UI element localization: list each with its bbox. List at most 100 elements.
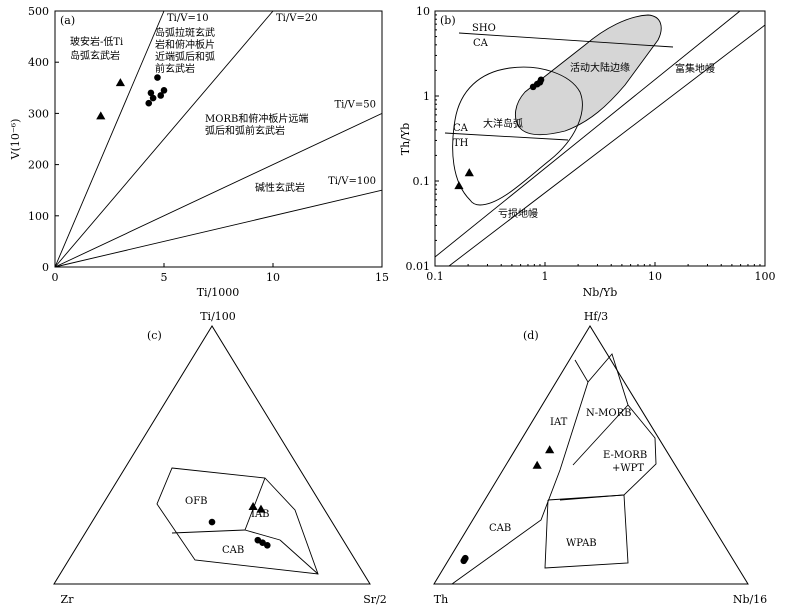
d-line-wpab <box>544 494 629 569</box>
a-ytick-label: 400 <box>28 56 49 69</box>
a-ratio-line <box>54 10 274 268</box>
b-field-label-th: TH <box>453 138 469 149</box>
a-point-circle <box>147 89 155 97</box>
d-field-label-emorb-1: E-MORB <box>603 450 647 461</box>
a-xtick-label: 10 <box>266 271 280 284</box>
a-field-label-morb-2: 弧后和弧前玄武岩 <box>205 124 285 137</box>
panel-d-triangle <box>433 325 749 585</box>
panel-b-frame <box>434 10 766 267</box>
panel-c-apex-left: Zr <box>61 593 75 606</box>
a-ytick-label: 0 <box>42 261 49 274</box>
panel-c-points <box>208 502 271 549</box>
panel-d-apex-left: Th <box>434 593 448 606</box>
b-point-circle <box>537 76 545 84</box>
b-field-active-continental-margin <box>514 14 662 136</box>
panel-d-apex-right: Nb/16 <box>733 593 767 606</box>
a-ratio-line <box>54 10 165 268</box>
b-ytick-label: 0.1 <box>413 175 431 188</box>
c-line-iab-tail <box>279 539 319 575</box>
panel-a-frame <box>54 10 383 268</box>
a-field-label-iat-1: 岛弧拉斑玄武 <box>155 26 215 39</box>
panel-d-points <box>460 445 555 565</box>
a-point-triangle <box>96 111 106 120</box>
a-point-circle <box>157 92 165 99</box>
b-xtick-label: 10 <box>648 270 662 283</box>
c-point-circle <box>208 518 216 526</box>
panel-c-apex-right: Sr/2 <box>363 593 387 606</box>
d-field-label-iat: IAT <box>550 417 568 428</box>
b-field-label-enriched: 富集地幔 <box>675 62 715 75</box>
a-ratio-line-label: Ti/V=50 <box>334 99 376 110</box>
panel-d-field-labels: IAT N-MORB E-MORB +WPT WPAB CAB <box>489 408 647 549</box>
b-ytick-label: 10 <box>416 5 430 18</box>
a-ytick-label: 200 <box>28 159 49 172</box>
panel-b-fields <box>434 10 766 267</box>
panel-b-field-labels: SHO CA CA TH 活动大陆边缘 大洋岛弧 富集地幔 亏损地幔 <box>453 23 715 220</box>
a-field-label-iat-4: 前玄武岩 <box>155 62 195 75</box>
panel-d-tag: (d) <box>523 329 539 342</box>
a-field-label-boninite-1: 玻安岩-低Ti <box>70 35 123 48</box>
panel-c-tag: (c) <box>147 329 162 342</box>
a-ytick-label: 500 <box>28 5 49 18</box>
c-point-circle <box>264 542 271 549</box>
panel-a-points <box>96 74 168 120</box>
panel-c-field-labels: OFB IAB CAB <box>185 496 270 556</box>
a-xtick-label: 15 <box>375 271 389 284</box>
a-ratio-line <box>54 189 383 268</box>
b-point-triangle <box>464 168 474 177</box>
a-point-circle <box>149 94 157 102</box>
c-line-ofb-cab <box>171 529 246 534</box>
a-ratio-line-label: Ti/V=100 <box>328 176 376 187</box>
panel-b-points <box>454 76 545 190</box>
a-point-circle <box>154 74 161 81</box>
panel-a-ylabel: V(10⁻⁶) <box>9 119 22 161</box>
b-line-sho-ca <box>458 32 674 48</box>
c-field-outline <box>156 467 319 575</box>
panel-b-tag: (b) <box>440 14 456 27</box>
a-field-label-iat-3: 近端弧后和弧 <box>155 50 215 63</box>
d-point-circle <box>461 556 468 563</box>
a-point-circle <box>145 99 153 107</box>
d-field-label-emorb-2: +WPT <box>612 463 644 474</box>
b-field-label-acm: 活动大陆边缘 <box>570 61 630 74</box>
b-xtick-label: 100 <box>755 270 776 283</box>
c-field-label-cab: CAB <box>222 545 244 556</box>
b-xtick-label: 0.1 <box>426 270 444 283</box>
panel-c: (c) Ti/100 Zr Sr/2 OFB IAB CAB <box>53 310 387 606</box>
b-ytick-label: 1 <box>423 90 430 103</box>
panel-d: (d) Hf/3 Th Nb/16 IAT N-MORB E-MORB +WPT… <box>433 310 767 606</box>
b-field-label-depleted: 亏损地幔 <box>498 207 538 220</box>
b-line-ca-th <box>444 132 569 141</box>
d-field-label-wpab: WPAB <box>566 538 597 549</box>
b-point-triangle <box>454 181 464 190</box>
panel-c-apex-top: Ti/100 <box>200 310 236 323</box>
panel-a-xlabel: Ti/1000 <box>197 286 240 299</box>
b-xtick-label: 1 <box>542 270 549 283</box>
a-ratio-line-label: Ti/V=10 <box>167 13 209 24</box>
panel-c-triangle <box>53 325 371 585</box>
d-point-triangle <box>545 445 555 454</box>
c-line-ofb-iab <box>244 477 266 531</box>
a-xtick-label: 5 <box>161 271 168 284</box>
b-field-label-ca-lower: CA <box>453 123 469 134</box>
b-mantle-array-upper <box>434 10 741 258</box>
b-field-label-sho: SHO <box>472 23 496 34</box>
panel-a-tag: (a) <box>60 14 75 27</box>
panel-d-apex-top: Hf/3 <box>584 310 608 323</box>
a-point-circle <box>160 87 168 94</box>
panel-b-xlabel: Nb/Yb <box>583 286 618 299</box>
a-ytick-label: 100 <box>28 210 49 223</box>
d-line-iat-left <box>451 359 589 585</box>
b-field-label-ca-upper: CA <box>473 38 489 49</box>
c-field-label-iab: IAB <box>251 509 270 520</box>
a-xtick-label: 0 <box>52 271 59 284</box>
b-mantle-array-lower <box>448 24 766 267</box>
d-point-triangle <box>532 460 542 469</box>
c-field-label-ofb: OFB <box>185 496 208 507</box>
a-ratio-line <box>54 112 383 268</box>
